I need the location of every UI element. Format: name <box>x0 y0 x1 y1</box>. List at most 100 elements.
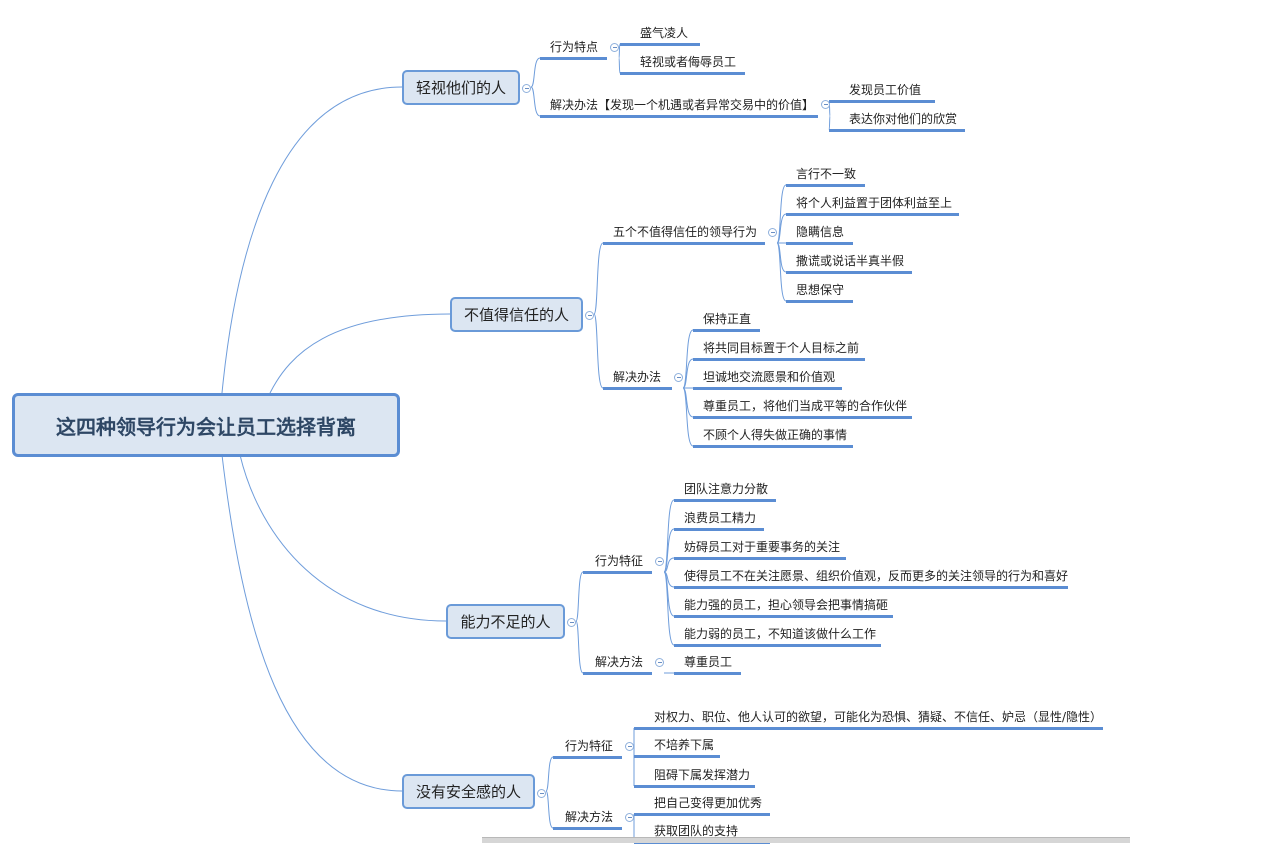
leaf-underline <box>786 300 853 303</box>
branch-connector <box>828 115 831 131</box>
branch-connector <box>593 313 604 389</box>
leaf-underline <box>786 242 853 245</box>
collapse-icon[interactable] <box>522 84 531 93</box>
subtopic-underline <box>583 672 652 675</box>
leaf-topic[interactable]: 浪费员工精力 <box>684 511 757 525</box>
collapse-icon[interactable] <box>625 742 634 751</box>
collapse-icon[interactable] <box>768 228 777 237</box>
branch-connector <box>575 620 584 674</box>
leaf-topic[interactable]: 不培养下属 <box>654 738 715 752</box>
root-connector <box>221 86 403 394</box>
central-topic[interactable]: 这四种领导行为会让员工选择背离 <box>12 393 400 457</box>
leaf-underline <box>634 785 755 788</box>
main-topic[interactable]: 没有安全感的人 <box>402 774 535 809</box>
branch-connector <box>776 242 787 302</box>
leaf-underline <box>634 813 770 816</box>
subtopic-label[interactable]: 行为特征 <box>595 554 644 568</box>
leaf-underline <box>674 586 1068 589</box>
leaf-topic[interactable]: 尊重员工，将他们当成平等的合作伙伴 <box>703 399 908 413</box>
leaf-underline <box>674 528 764 531</box>
leaf-topic[interactable]: 将共同目标置于个人目标之前 <box>703 341 860 355</box>
leaf-topic[interactable]: 团队注意力分散 <box>684 482 769 496</box>
subtopic-underline <box>540 115 818 118</box>
leaf-underline <box>693 387 842 390</box>
main-topic[interactable]: 能力不足的人 <box>446 604 565 639</box>
collapse-icon[interactable] <box>674 373 683 382</box>
collapse-icon[interactable] <box>537 789 546 798</box>
leaf-topic[interactable]: 不顾个人得失做正确的事情 <box>703 428 848 442</box>
main-topic[interactable]: 轻视他们的人 <box>402 70 520 105</box>
subtopic-underline <box>583 571 652 574</box>
branch-connector <box>663 557 675 573</box>
leaf-topic[interactable]: 阻碍下属发挥潜力 <box>654 768 751 782</box>
leaf-topic[interactable]: 发现员工价值 <box>849 83 922 97</box>
root-connector <box>269 313 451 394</box>
branch-connector <box>618 57 621 74</box>
leaf-underline <box>674 499 776 502</box>
leaf-topic[interactable]: 言行不一致 <box>796 167 857 181</box>
subtopic-underline <box>603 242 765 245</box>
leaf-underline <box>674 615 893 618</box>
subtopic-label[interactable]: 解决方法 <box>565 810 614 824</box>
horizontal-scrollbar[interactable] <box>482 837 1130 843</box>
leaf-underline <box>674 557 846 560</box>
leaf-topic[interactable]: 能力强的员工，担心领导会把事情搞砸 <box>684 598 889 612</box>
subtopic-label[interactable]: 解决办法【发现一个机遇或者异常交易中的价值】 <box>550 98 815 112</box>
branch-connector <box>593 242 604 315</box>
leaf-underline <box>786 184 865 187</box>
leaf-topic[interactable]: 盛气凌人 <box>640 26 689 40</box>
leaf-underline <box>693 445 853 448</box>
leaf-topic[interactable]: 保持正直 <box>703 312 752 326</box>
subtopic-label[interactable]: 解决办法 <box>613 370 662 384</box>
leaf-topic[interactable]: 思想保守 <box>796 283 845 297</box>
branch-connector <box>530 86 541 117</box>
subtopic-underline <box>553 756 622 759</box>
leaf-underline <box>829 129 965 132</box>
leaf-topic[interactable]: 能力弱的员工，不知道该做什么工作 <box>684 627 877 641</box>
leaf-topic[interactable]: 轻视或者侮辱员工 <box>640 55 737 69</box>
branch-connector <box>545 790 554 829</box>
subtopic-underline <box>603 387 672 390</box>
leaf-topic[interactable]: 将个人利益置于团体利益至上 <box>796 196 953 210</box>
collapse-icon[interactable] <box>655 557 664 566</box>
leaf-underline <box>674 672 741 675</box>
branch-connector <box>545 756 554 792</box>
branch-connector <box>663 571 675 646</box>
leaf-underline <box>693 329 760 332</box>
collapse-icon[interactable] <box>821 100 830 109</box>
collapse-icon[interactable] <box>625 813 634 822</box>
subtopic-label[interactable]: 行为特点 <box>550 40 599 54</box>
leaf-topic[interactable]: 使得员工不在关注愿景、组织价值观，反而更多的关注领导的行为和喜好 <box>684 569 1069 583</box>
leaf-underline <box>620 43 700 46</box>
leaf-topic[interactable]: 妨碍员工对于重要事务的关注 <box>684 540 841 554</box>
leaf-topic[interactable]: 把自己变得更加优秀 <box>654 796 763 810</box>
leaf-topic[interactable]: 表达你对他们的欣赏 <box>849 112 958 126</box>
collapse-icon[interactable] <box>585 311 594 320</box>
leaf-topic[interactable]: 隐瞒信息 <box>796 225 845 239</box>
branch-connector <box>776 213 787 244</box>
leaf-underline <box>693 416 912 419</box>
leaf-topic[interactable]: 撒谎或说话半真半假 <box>796 254 905 268</box>
subtopic-label[interactable]: 解决方法 <box>595 655 644 669</box>
leaf-topic[interactable]: 尊重员工 <box>684 655 733 669</box>
leaf-underline <box>634 727 1103 730</box>
collapse-icon[interactable] <box>610 43 619 52</box>
branch-connector <box>575 571 584 622</box>
root-connector <box>239 454 447 622</box>
leaf-underline <box>829 100 935 103</box>
branch-connector <box>530 57 541 88</box>
leaf-underline <box>620 72 745 75</box>
branch-connector <box>682 358 694 389</box>
subtopic-label[interactable]: 行为特征 <box>565 739 614 753</box>
root-connector <box>221 454 403 792</box>
branch-connector <box>682 387 694 447</box>
subtopic-underline <box>540 57 607 60</box>
subtopic-label[interactable]: 五个不值得信任的领导行为 <box>613 225 758 239</box>
main-topic[interactable]: 不值得信任的人 <box>450 297 583 332</box>
collapse-icon[interactable] <box>567 618 576 627</box>
leaf-topic[interactable]: 对权力、职位、他人认可的欲望，可能化为恐惧、猜疑、不信任、妒忌（显性/隐性） <box>654 710 1103 724</box>
leaf-topic[interactable]: 坦诚地交流愿景和价值观 <box>703 370 836 384</box>
collapse-icon[interactable] <box>655 658 664 667</box>
leaf-topic[interactable]: 获取团队的支持 <box>654 824 739 838</box>
